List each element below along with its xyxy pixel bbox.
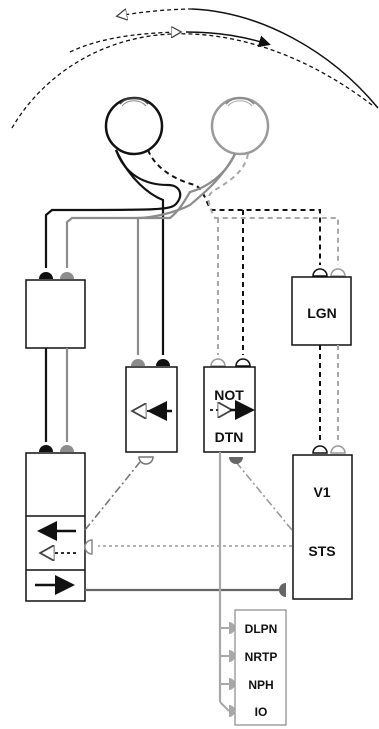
nrtp-label: NRTP (245, 650, 278, 664)
middle-left-box (126, 367, 177, 452)
nph-label: NPH (248, 678, 273, 692)
left-upper-box (26, 280, 85, 348)
v1-label: V1 (313, 484, 330, 500)
left-lower-box (26, 453, 85, 601)
lgn-label: LGN (307, 305, 337, 321)
io-label: IO (255, 705, 268, 719)
dlpn-label: DLPN (245, 622, 278, 636)
sts-label: STS (308, 543, 335, 559)
top-dashed-arrow (118, 9, 192, 16)
v1-sts-box (293, 455, 352, 599)
left-eye (106, 98, 162, 154)
outer-dashed-arc (12, 34, 372, 128)
right-eye (212, 98, 268, 154)
not-label: NOT (214, 387, 244, 403)
cortical-projections (85, 462, 292, 590)
dtn-label: DTN (215, 429, 244, 445)
cortical-terminals (85, 457, 286, 597)
outer-solid-arc (192, 9, 378, 108)
motion-arcs (12, 9, 378, 128)
brainstem-terminals (229, 622, 235, 717)
